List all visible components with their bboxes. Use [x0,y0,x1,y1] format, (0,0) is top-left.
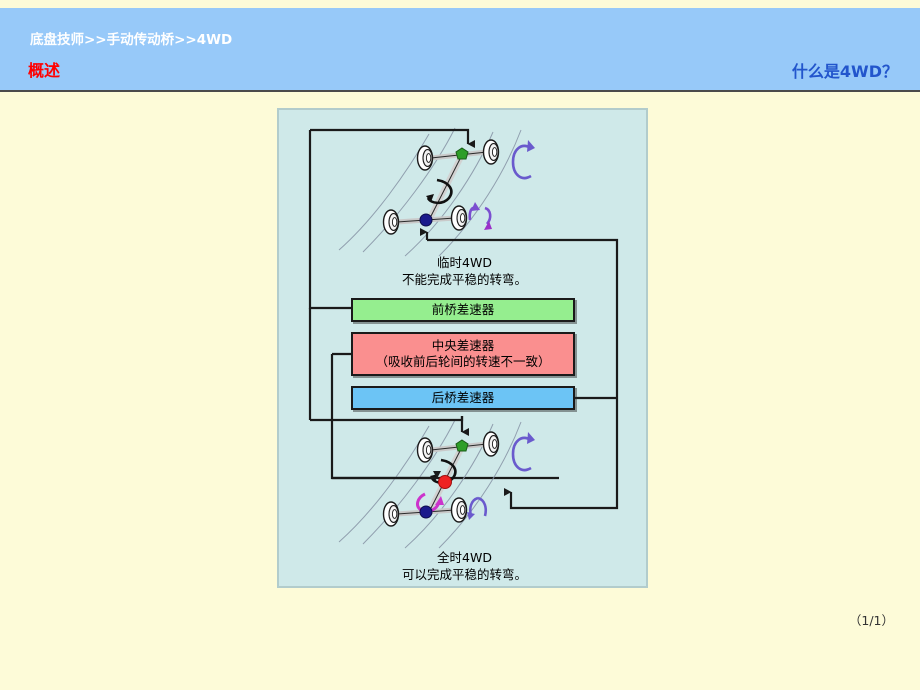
breadcrumb: 底盘技师>>手动传动桥>>4WD [30,32,233,48]
topic-title: 什么是4WD？ [791,62,898,81]
rear-diff-node [419,213,433,227]
front-differential-label: 前桥差速器 [431,302,495,318]
shaft-rotation-arrow [426,178,453,205]
front-diff-node [455,439,469,452]
vehicle-title: 全时4WD [437,550,492,565]
page-title: 概述 [28,61,61,80]
diagram-panel: 临时4WD 不能完成平稳的转弯。 全时4WD 可以完成平稳的转弯。 前桥差速器 … [277,108,648,588]
center-differential-sublabel: （吸收前后轮间的转速不一致） [375,354,551,369]
center-diff-node [438,475,452,489]
center-differential-box[interactable]: 中央差速器 （吸收前后轮间的转速不一致） [351,332,575,376]
vehicle-part-time-4wd [338,127,535,257]
vehicle-full-time-4wd [338,416,535,549]
caption-part-time-4wd: 临时4WD 不能完成平稳的转弯。 [279,255,650,289]
rear-differential-label: 后桥差速器 [431,390,495,406]
connector-line-bottom-feed [310,416,464,422]
page-indicator: （1/1） [848,613,894,628]
vehicle-title: 临时4WD [437,255,492,270]
rear-wheel-rotation-arrow [467,496,488,520]
vehicle-description: 不能完成平稳的转弯。 [401,271,527,287]
front-wheel-rotation-arrow [511,432,535,472]
rear-differential-box[interactable]: 后桥差速器 [351,386,575,410]
rear-diff-node [419,505,433,519]
vehicle-description: 可以完成平稳的转弯。 [401,566,527,582]
caption-full-time-4wd: 全时4WD 可以完成平稳的转弯。 [279,550,650,584]
rear-wheel-rotation-arrow [468,202,492,230]
header-band: 底盘技师>>手动传动桥>>4WD 概述 什么是4WD？ [0,8,920,92]
front-differential-box[interactable]: 前桥差速器 [351,298,575,322]
diagram-illustration [308,127,619,549]
front-wheel-rotation-arrow [511,140,535,180]
center-differential-label: 中央差速器 [431,338,495,354]
front-diff-node [455,147,469,160]
